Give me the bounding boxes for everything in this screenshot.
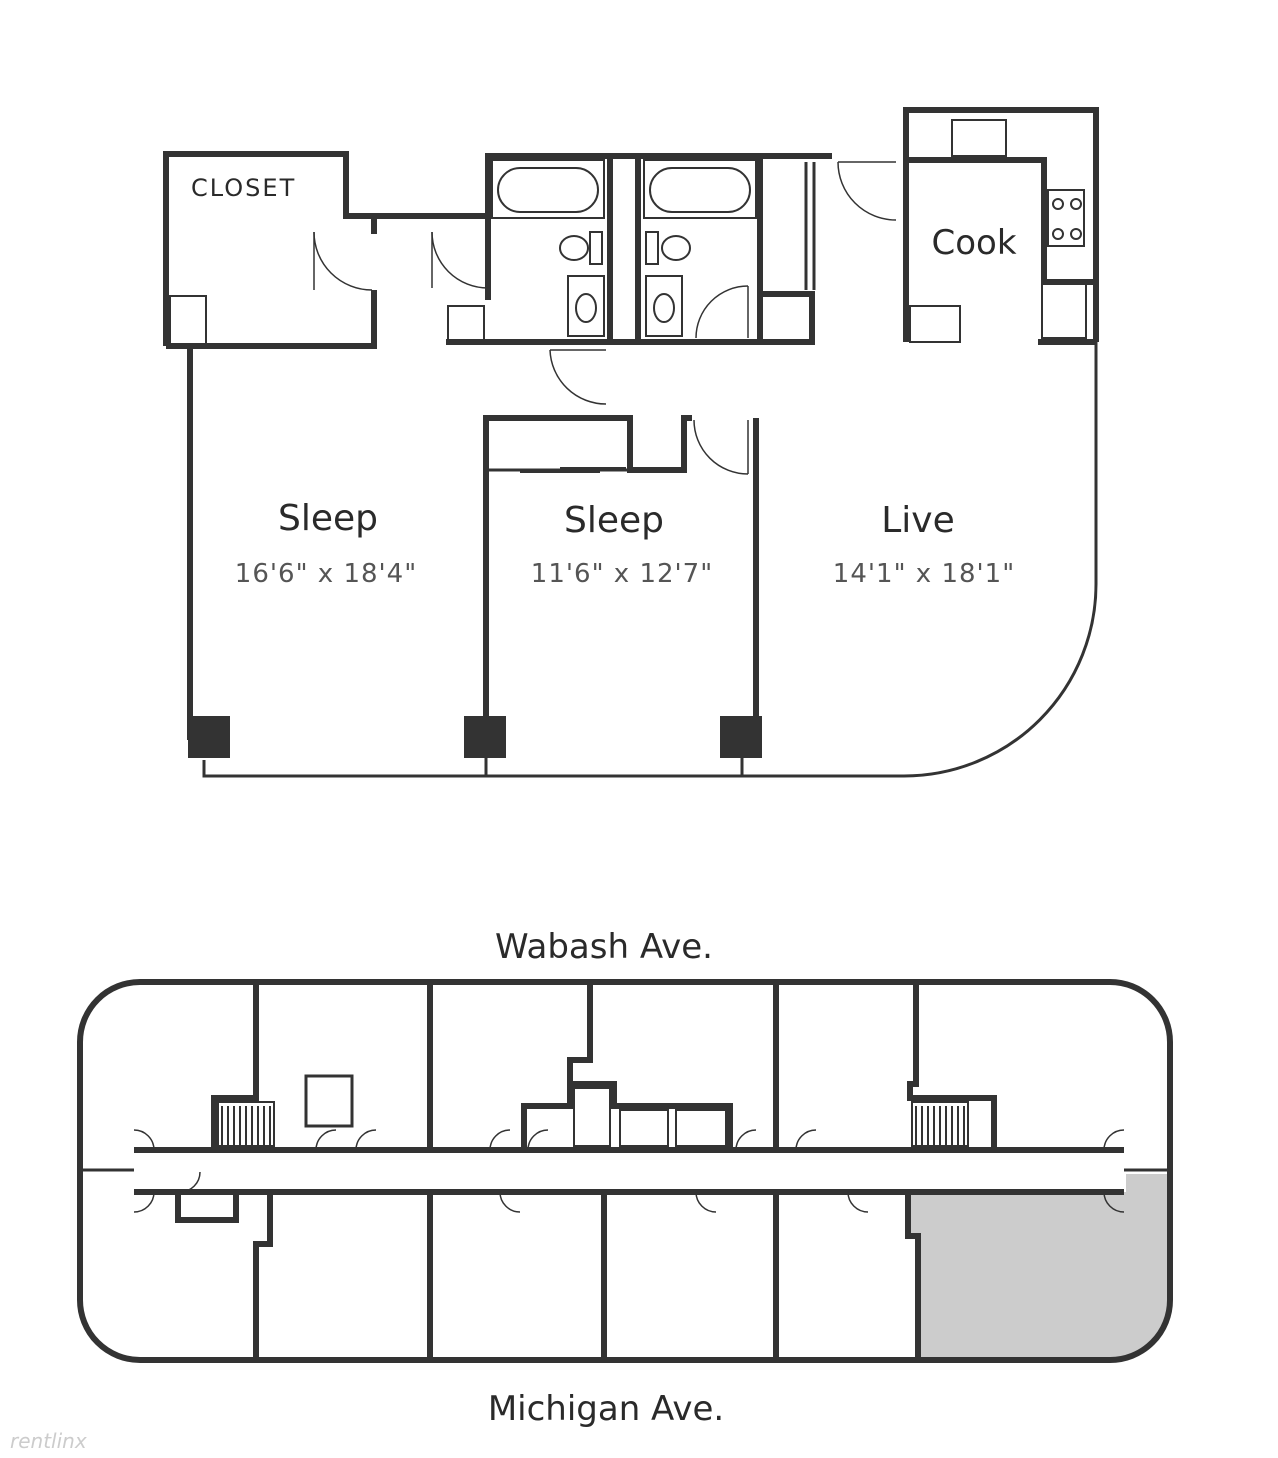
hall-door-swing [549,349,607,405]
stair-west [217,1101,275,1147]
exterior-walls [187,342,1098,778]
corridor-door-swings [133,1129,1125,1213]
entry-door-swing [837,161,897,221]
closet-label: CLOSET [191,174,296,202]
bedroom-2-door-swing [693,419,749,475]
stair-east [911,1101,969,1147]
unit-floor-plan: CLOSET Sleep 16'6" x 18'4" Sleep 11'6" x… [163,107,1099,778]
rentlinx-watermark: rentlinx [10,1429,87,1453]
bath-1-door-swing [431,231,489,289]
highlighted-unit [908,1174,1170,1360]
bedroom-1-dimensions: 16'6" x 18'4" [235,559,417,589]
building-key-plan: Wabash Ave. Michigan Ave. [77,927,1173,1429]
kitchen-label: Cook [931,223,1016,263]
closet-walls [163,151,488,349]
structural-column [464,716,506,758]
bottom-street-label: Michigan Ave. [488,1389,724,1429]
living-room-label: Live [881,500,955,541]
bedroom-2-dimensions: 11'6" x 12'7" [531,559,713,589]
hall-closet-walls [760,162,816,345]
north-unit-partitions [211,982,997,1150]
structural-column [720,716,762,758]
bath-2-door-swing [695,285,749,339]
south-unit-partitions [175,1192,921,1360]
closet-door-swing [313,231,373,291]
top-street-label: Wabash Ave. [495,927,713,967]
living-room-dimensions: 14'1" x 18'1" [833,559,1015,589]
structural-column [188,716,230,758]
kitchen-walls [903,107,1099,345]
bathroom-walls [446,153,832,345]
bedroom-2-label: Sleep [564,500,664,541]
bedroom-1-label: Sleep [278,498,378,539]
